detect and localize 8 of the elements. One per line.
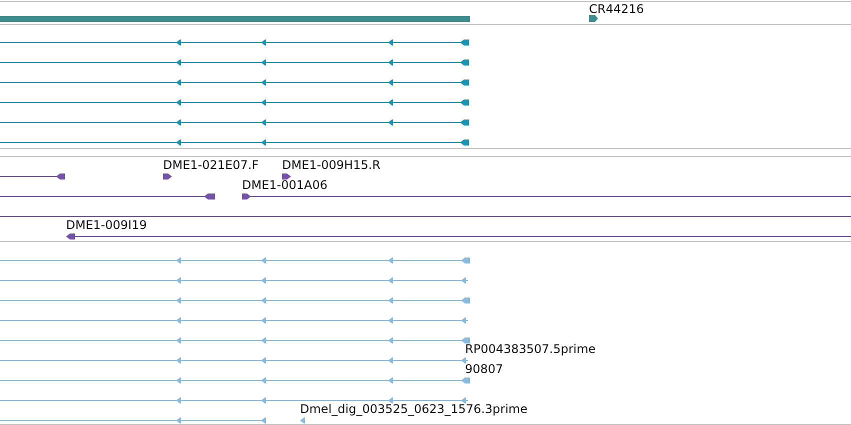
feature-label: Dmel_dig_003525_0623_1576.3prime: [300, 402, 528, 416]
feature-label: DME1-021E07.F: [163, 158, 259, 172]
feature-label: DME1-009H15.R: [282, 158, 380, 172]
feature-label: DME1-009I19: [66, 218, 147, 232]
feature-label: 90807: [465, 362, 504, 376]
feature-label: RP004383507.5prime: [465, 342, 596, 356]
feature-label: CR44216: [589, 2, 644, 16]
feature-label: DME1-001A06: [242, 178, 328, 192]
